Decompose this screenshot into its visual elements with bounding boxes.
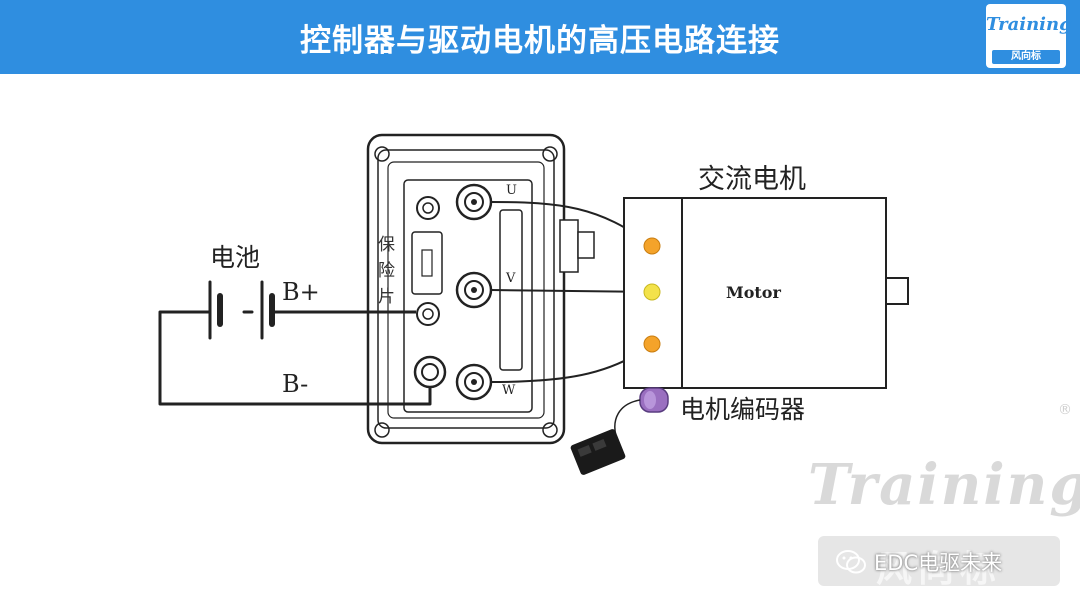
fuse-label: 保险片 <box>378 235 395 307</box>
brand-logo: Training 风向标 <box>986 4 1072 68</box>
logo-script-text: Training <box>986 14 1072 35</box>
terminal-v <box>455 271 493 309</box>
battery-symbol <box>208 280 275 340</box>
circuit-diagram <box>158 133 909 475</box>
watermark-script: Training <box>808 452 1080 518</box>
motor-terminal-w <box>643 335 661 353</box>
watermark-registered: ® <box>1058 402 1072 418</box>
phase-v-label: V <box>506 271 516 286</box>
terminal-fuse-top <box>416 196 440 220</box>
page-title: 控制器与驱动电机的高压电路连接 <box>300 22 780 59</box>
logo-cn-text: 风向标 <box>992 50 1060 64</box>
terminal-b-plus <box>416 302 440 326</box>
battery-label: 电池 <box>210 243 261 272</box>
terminal-b-minus <box>413 355 447 389</box>
wechat-account: EDC电驱未来 <box>836 545 1002 579</box>
encoder-connector <box>570 429 626 475</box>
watermark-cn: 风向标 <box>875 549 1002 590</box>
title-bar: 控制器与驱动电机的高压电路连接 Training 风向标 <box>0 0 1080 74</box>
terminal-u <box>455 183 493 221</box>
wire-b-minus <box>158 310 432 406</box>
wechat-account-name: EDC电驱未来 <box>874 551 1003 575</box>
phase-u-label: U <box>506 183 517 198</box>
motor-inner-label: Motor <box>726 283 781 302</box>
motor-title: 交流电机 <box>698 164 806 195</box>
b-plus-label: B+ <box>282 278 320 306</box>
encoder-label: 电机编码器 <box>680 395 806 424</box>
phase-w-label: W <box>502 383 516 398</box>
wechat-icon <box>836 550 866 574</box>
motor <box>623 197 909 389</box>
terminal-w <box>455 363 493 401</box>
motor-terminal-v <box>643 283 661 301</box>
b-minus-label: B- <box>282 370 309 398</box>
motor-terminal-u <box>643 237 661 255</box>
